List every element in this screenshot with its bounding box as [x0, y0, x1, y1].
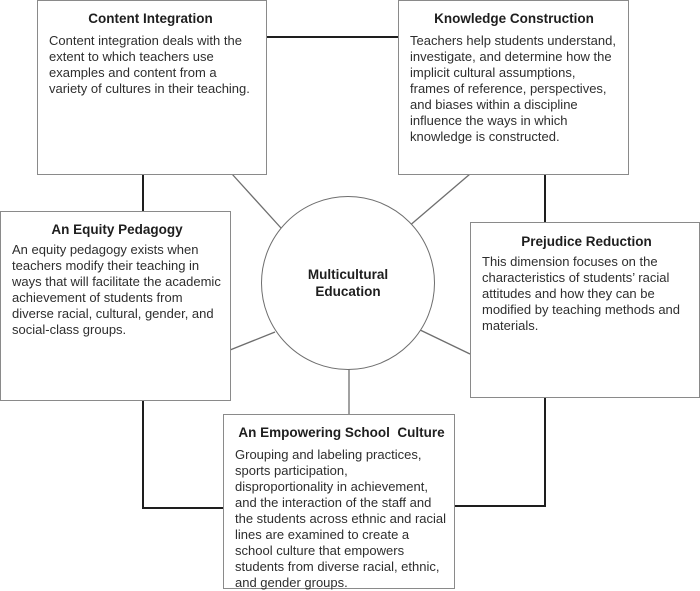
spoke-equity: [229, 331, 276, 351]
dimension-description: Grouping and labeling practices, sports …: [235, 447, 447, 590]
dimension-box-knowledge-construction: Knowledge Construction Teachers help stu…: [398, 0, 629, 175]
connector-equity-to-empower: [142, 400, 223, 509]
center-hub-circle: Multicultural Education: [261, 196, 435, 370]
dimension-title: Prejudice Reduction: [521, 234, 652, 249]
dimension-description: This dimension focuses on the characteri…: [482, 254, 681, 333]
dimension-box-equity-pedagogy: An Equity Pedagogy An equity pedagogy ex…: [0, 211, 231, 401]
dimension-title: Content Integration: [88, 11, 213, 26]
dimension-description: Teachers help students understand, inves…: [410, 33, 616, 144]
connector-prejudice-to-empower: [454, 397, 546, 507]
spoke-content: [231, 173, 282, 229]
spoke-knowledge: [407, 173, 471, 228]
dimension-description: An equity pedagogy exists when teachers …: [12, 242, 221, 337]
dimension-box-prejudice-reduction: Prejudice Reduction This dimension focus…: [470, 222, 700, 398]
dimension-description: Content integration deals with the exten…: [49, 33, 250, 96]
hub-label-line1: Multicultural: [307, 267, 389, 282]
dimension-title: An Empowering School Culture: [238, 425, 445, 440]
dimension-box-empowering-school-culture: An Empowering School Culture Grouping an…: [223, 414, 455, 590]
dimension-title: Knowledge Construction: [434, 11, 594, 26]
hub-label-line2: Education: [315, 284, 381, 299]
dimension-box-content-integration: Content Integration Content integration …: [37, 0, 267, 175]
dimension-title: An Equity Pedagogy: [51, 222, 183, 237]
spoke-prejudice: [415, 327, 471, 355]
